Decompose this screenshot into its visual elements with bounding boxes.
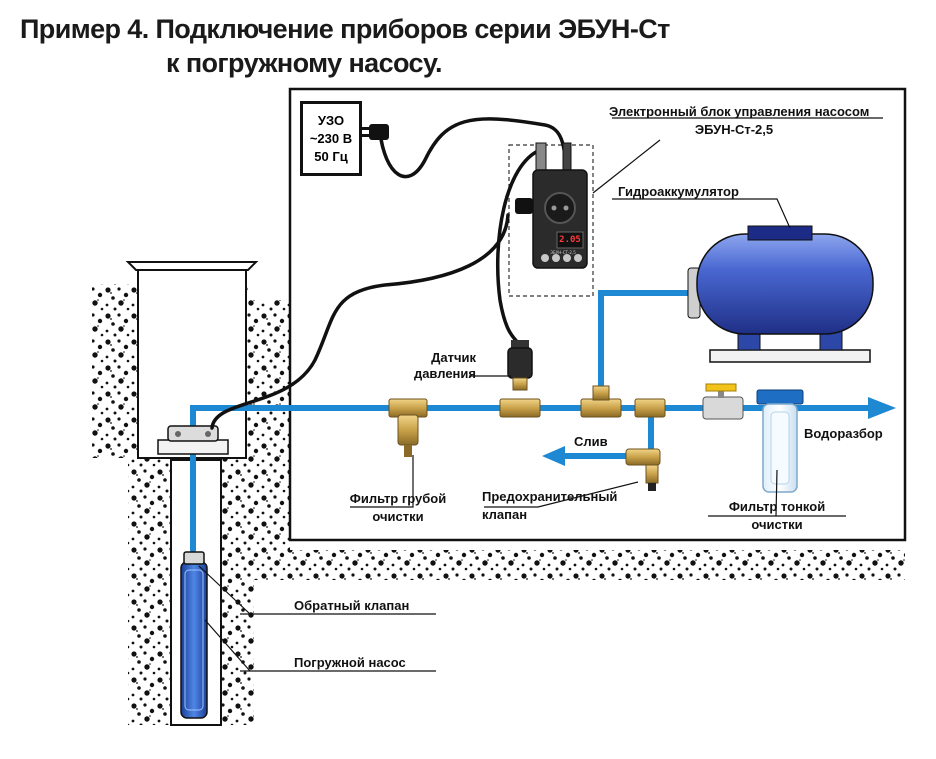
tee-drain — [634, 398, 666, 418]
fine-filter — [756, 389, 804, 493]
leader-lines — [198, 117, 883, 672]
fine-filter-label-line1: Фильтр тонкой — [728, 499, 826, 514]
accumulator-riser — [598, 290, 695, 403]
submersible-pump — [180, 561, 208, 719]
accumulator-label: Гидроаккумулятор — [618, 184, 739, 199]
ball-valve — [702, 383, 744, 420]
house-outline — [288, 87, 907, 542]
coarse-filter-label-line2: очистки — [372, 509, 424, 524]
outlet-arrow — [868, 397, 896, 419]
safety-valve — [625, 448, 661, 491]
uzo-line3: 50 Гц — [314, 148, 348, 164]
tee-sensor — [499, 398, 541, 418]
plug-icon — [360, 124, 389, 140]
coarse-filter-label-line1: Фильтр грубой — [349, 491, 447, 506]
submersible-pump-label: Погружной насос — [294, 655, 406, 670]
uzo-line1: УЗО — [317, 112, 345, 128]
uzo-box: УЗО ~230 В 50 Гц — [300, 101, 362, 176]
page-title-line2: к погружному насосу. — [166, 48, 443, 78]
well-head — [157, 425, 229, 455]
drain-arrow — [542, 446, 565, 466]
drain-label: Слив — [574, 434, 608, 449]
controller-plug-icon — [515, 198, 533, 214]
device-title-line2: ЭБУН-Ст-2,5 — [694, 122, 774, 137]
sensor-cable — [496, 148, 542, 345]
device-title-line1: Электронный блок управления насосом — [609, 104, 870, 119]
uzo-line2: ~230 В — [309, 130, 353, 146]
check-valve — [183, 551, 205, 565]
controller-device — [532, 142, 588, 269]
pump-cable — [210, 213, 510, 430]
page-title-line1: Пример 4. Подключение приборов серии ЭБУ… — [20, 14, 670, 44]
device-display: 2.05 — [559, 235, 581, 245]
fine-filter-label-line2: очистки — [751, 517, 803, 532]
device-model-text: ЭБУН-СТ-2,5 — [550, 250, 576, 255]
check-valve-label: Обратный клапан — [294, 598, 410, 613]
uzo-cable — [378, 117, 568, 182]
tee-accumulator — [580, 385, 622, 418]
safety-valve-label-line1: Предохранительный — [482, 489, 618, 504]
safety-valve-label-line2: клапан — [482, 507, 528, 522]
pressure-sensor — [507, 340, 533, 391]
water-outlet-label: Водоразбор — [804, 426, 883, 441]
coarse-filter — [388, 398, 428, 457]
pressure-sensor-label-line2: давления — [413, 366, 476, 381]
accumulator — [687, 225, 874, 363]
cables — [210, 117, 568, 430]
pressure-sensor-label-line1: Датчик — [431, 350, 476, 365]
